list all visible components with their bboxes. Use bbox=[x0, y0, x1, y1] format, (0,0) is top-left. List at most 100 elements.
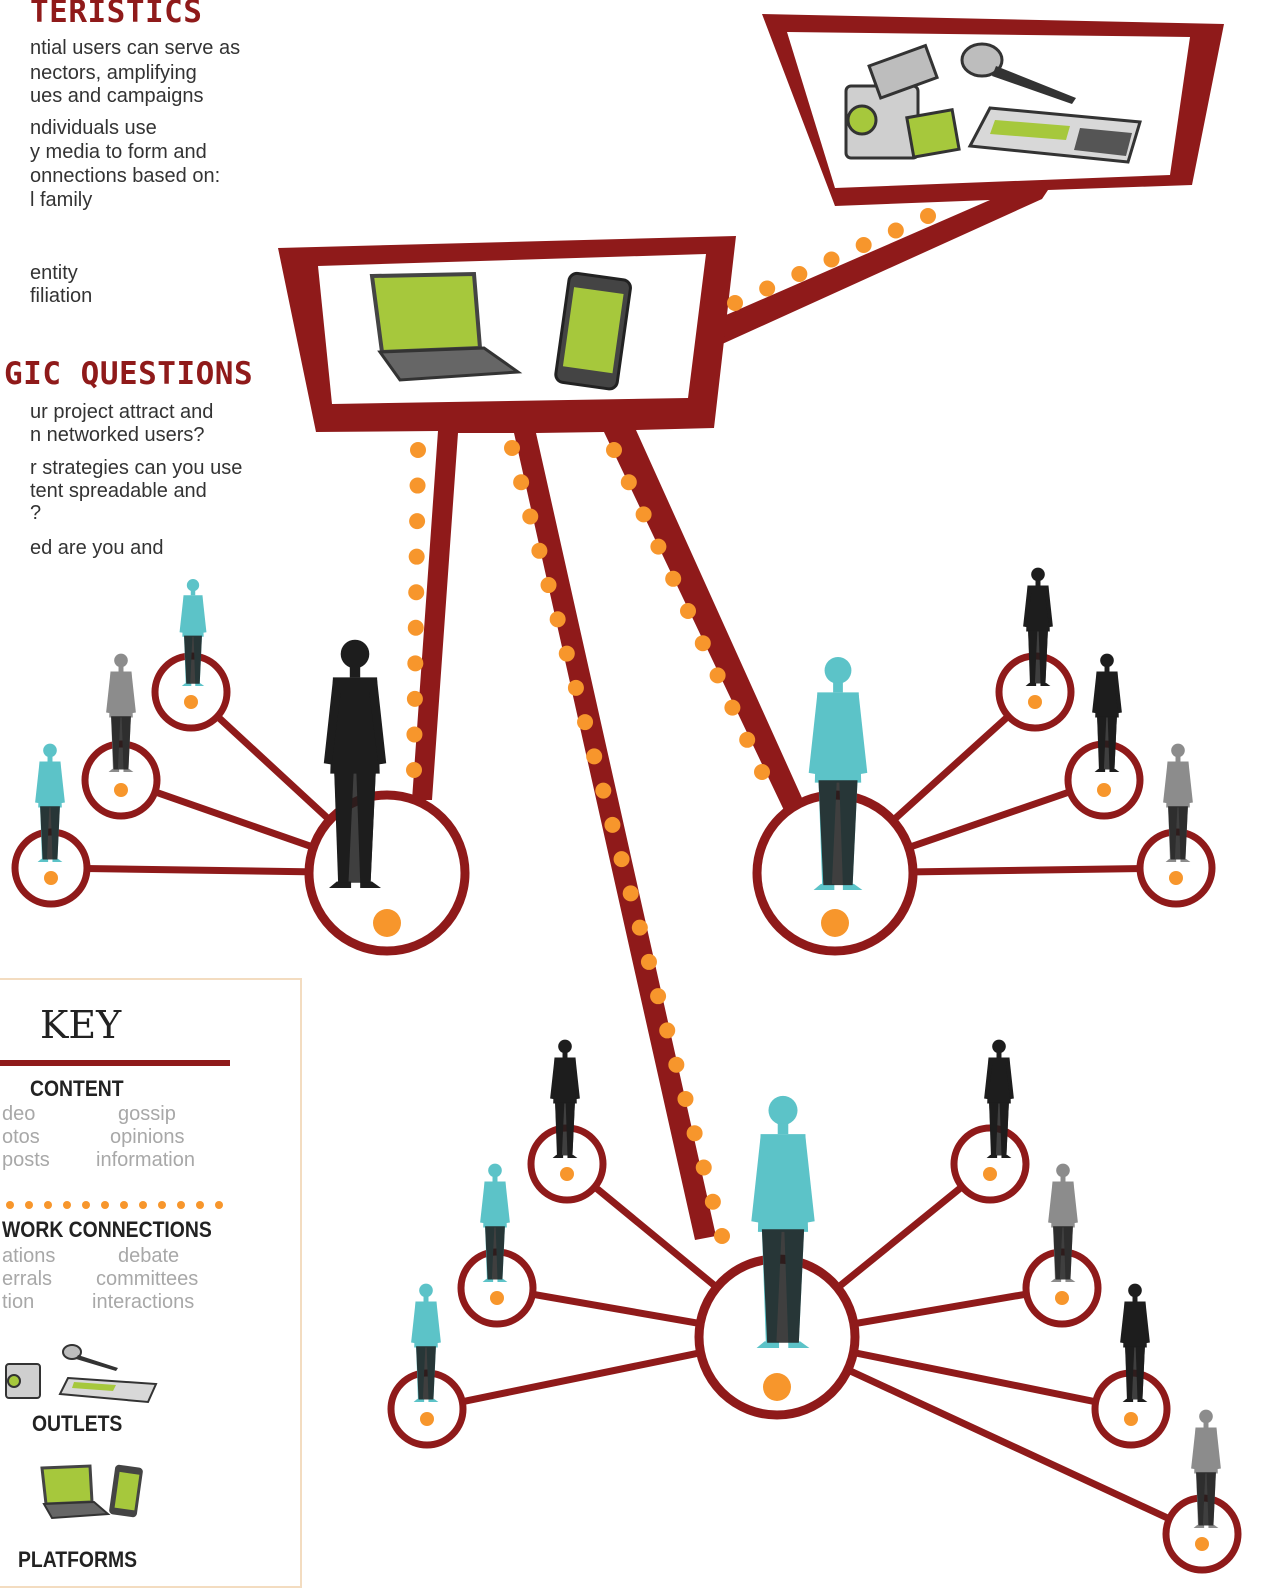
connection-dot bbox=[887, 222, 904, 239]
user-figure bbox=[550, 1039, 580, 1158]
connection-dot bbox=[540, 577, 557, 594]
connection-dot bbox=[410, 442, 426, 458]
connection-dot bbox=[406, 726, 423, 743]
connection-dot bbox=[504, 440, 520, 456]
key-content-item: deo bbox=[2, 1103, 36, 1125]
connection-dot bbox=[791, 266, 808, 282]
connection-dot bbox=[408, 584, 425, 601]
connection-dot bbox=[549, 611, 566, 628]
user-node-dot bbox=[1097, 783, 1111, 797]
connection-dot bbox=[823, 251, 840, 268]
characteristics-line: y media to form and bbox=[30, 141, 207, 163]
strategic-question-line: ur project attract and bbox=[30, 401, 214, 423]
strategic-question-line: n networked users? bbox=[30, 424, 205, 446]
connection-dot bbox=[640, 953, 657, 970]
connection-dot bbox=[409, 513, 426, 530]
key-dot bbox=[139, 1201, 147, 1209]
connection-dot bbox=[695, 1159, 712, 1176]
hub-node-dot bbox=[763, 1373, 791, 1401]
user-figure bbox=[1191, 1409, 1221, 1528]
video-camera-icon bbox=[844, 43, 961, 160]
key-content-item: information bbox=[96, 1149, 195, 1171]
smartphone-icon bbox=[554, 271, 632, 391]
user-node bbox=[950, 1124, 1030, 1204]
user-figure bbox=[179, 579, 207, 686]
key-dot bbox=[215, 1201, 223, 1209]
key-outlets-icon bbox=[5, 1344, 158, 1404]
key-platforms-label: PLATFORMS bbox=[18, 1547, 138, 1572]
user-node-dot bbox=[1124, 1412, 1138, 1426]
connection-dot bbox=[407, 619, 424, 636]
characteristics-line: ndividuals use bbox=[30, 117, 157, 139]
connection-dot bbox=[714, 1228, 730, 1244]
connection-dot bbox=[408, 548, 425, 565]
user-figure bbox=[984, 1039, 1014, 1158]
connection-dot bbox=[759, 280, 776, 297]
connection-dot bbox=[522, 508, 539, 525]
key-network-heading: WORK CONNECTIONS bbox=[2, 1217, 212, 1242]
connection-dot bbox=[531, 542, 548, 559]
connection-dot bbox=[920, 208, 936, 224]
connection-dot bbox=[558, 645, 575, 662]
key-dot bbox=[63, 1201, 71, 1209]
key-content-item: otos bbox=[2, 1126, 40, 1148]
user-node-dot bbox=[983, 1167, 997, 1181]
connection-dot bbox=[631, 919, 648, 936]
user-figure bbox=[1023, 567, 1053, 686]
user-node-dot bbox=[420, 1412, 434, 1426]
content-links bbox=[50, 689, 1204, 1538]
key-dot bbox=[196, 1201, 204, 1209]
characteristics-line: ues and campaigns bbox=[30, 85, 204, 107]
key-title: KEY bbox=[40, 1003, 122, 1047]
user-figure bbox=[480, 1163, 510, 1282]
connection-dot bbox=[677, 1090, 694, 1107]
key-dot bbox=[82, 1201, 90, 1209]
characteristics-line: l family bbox=[30, 189, 93, 211]
user-node-dot bbox=[560, 1167, 574, 1181]
user-node-dot bbox=[1169, 871, 1183, 885]
connection-dot bbox=[606, 442, 622, 458]
strategic-question-line: r strategies can you use bbox=[30, 457, 243, 479]
key-dot bbox=[25, 1201, 33, 1209]
connection-dot bbox=[694, 635, 711, 652]
key-platforms-icon bbox=[40, 1464, 143, 1520]
characteristics-line: filiation bbox=[30, 285, 93, 307]
characteristics-line: onnections based on: bbox=[30, 165, 221, 187]
connection-dot bbox=[604, 816, 621, 833]
connection-dot bbox=[754, 764, 770, 780]
key-content-heading: CONTENT bbox=[30, 1076, 124, 1101]
key-dot bbox=[44, 1201, 52, 1209]
key-network-item: tion bbox=[2, 1291, 35, 1313]
characteristics-line: nectors, amplifying bbox=[30, 62, 197, 84]
connection-dot bbox=[650, 988, 667, 1005]
key-network-item: debate bbox=[118, 1245, 180, 1267]
connection-dot bbox=[659, 1022, 676, 1039]
characteristics-line: ntial users can serve as bbox=[30, 37, 241, 59]
connection-dot bbox=[406, 690, 423, 707]
user-node-dot bbox=[1195, 1537, 1209, 1551]
connection-dot bbox=[586, 748, 603, 765]
key-network-dots bbox=[6, 1201, 223, 1209]
laptop-icon bbox=[369, 271, 523, 382]
user-node-dot bbox=[44, 871, 58, 885]
connection-dot bbox=[724, 699, 741, 716]
key-network-item: interactions bbox=[92, 1291, 195, 1313]
user-figure bbox=[1163, 743, 1193, 862]
hub-node-dot bbox=[821, 909, 849, 937]
connection-dot bbox=[567, 679, 584, 696]
user-figure bbox=[106, 653, 136, 772]
user-node-dot bbox=[184, 695, 198, 709]
microphone-icon bbox=[960, 42, 1076, 104]
key-dot bbox=[158, 1201, 166, 1209]
connection-dot bbox=[650, 538, 667, 555]
key-dot bbox=[6, 1201, 14, 1209]
key-dot bbox=[120, 1201, 128, 1209]
network-users bbox=[35, 567, 1221, 1528]
connection-dot bbox=[727, 295, 743, 311]
connection-dot bbox=[686, 1125, 703, 1142]
network-nodes bbox=[11, 652, 1242, 1574]
strategic-question-line: ed are you and bbox=[30, 537, 164, 559]
user-node-dot bbox=[490, 1291, 504, 1305]
user-figure bbox=[751, 1095, 815, 1348]
